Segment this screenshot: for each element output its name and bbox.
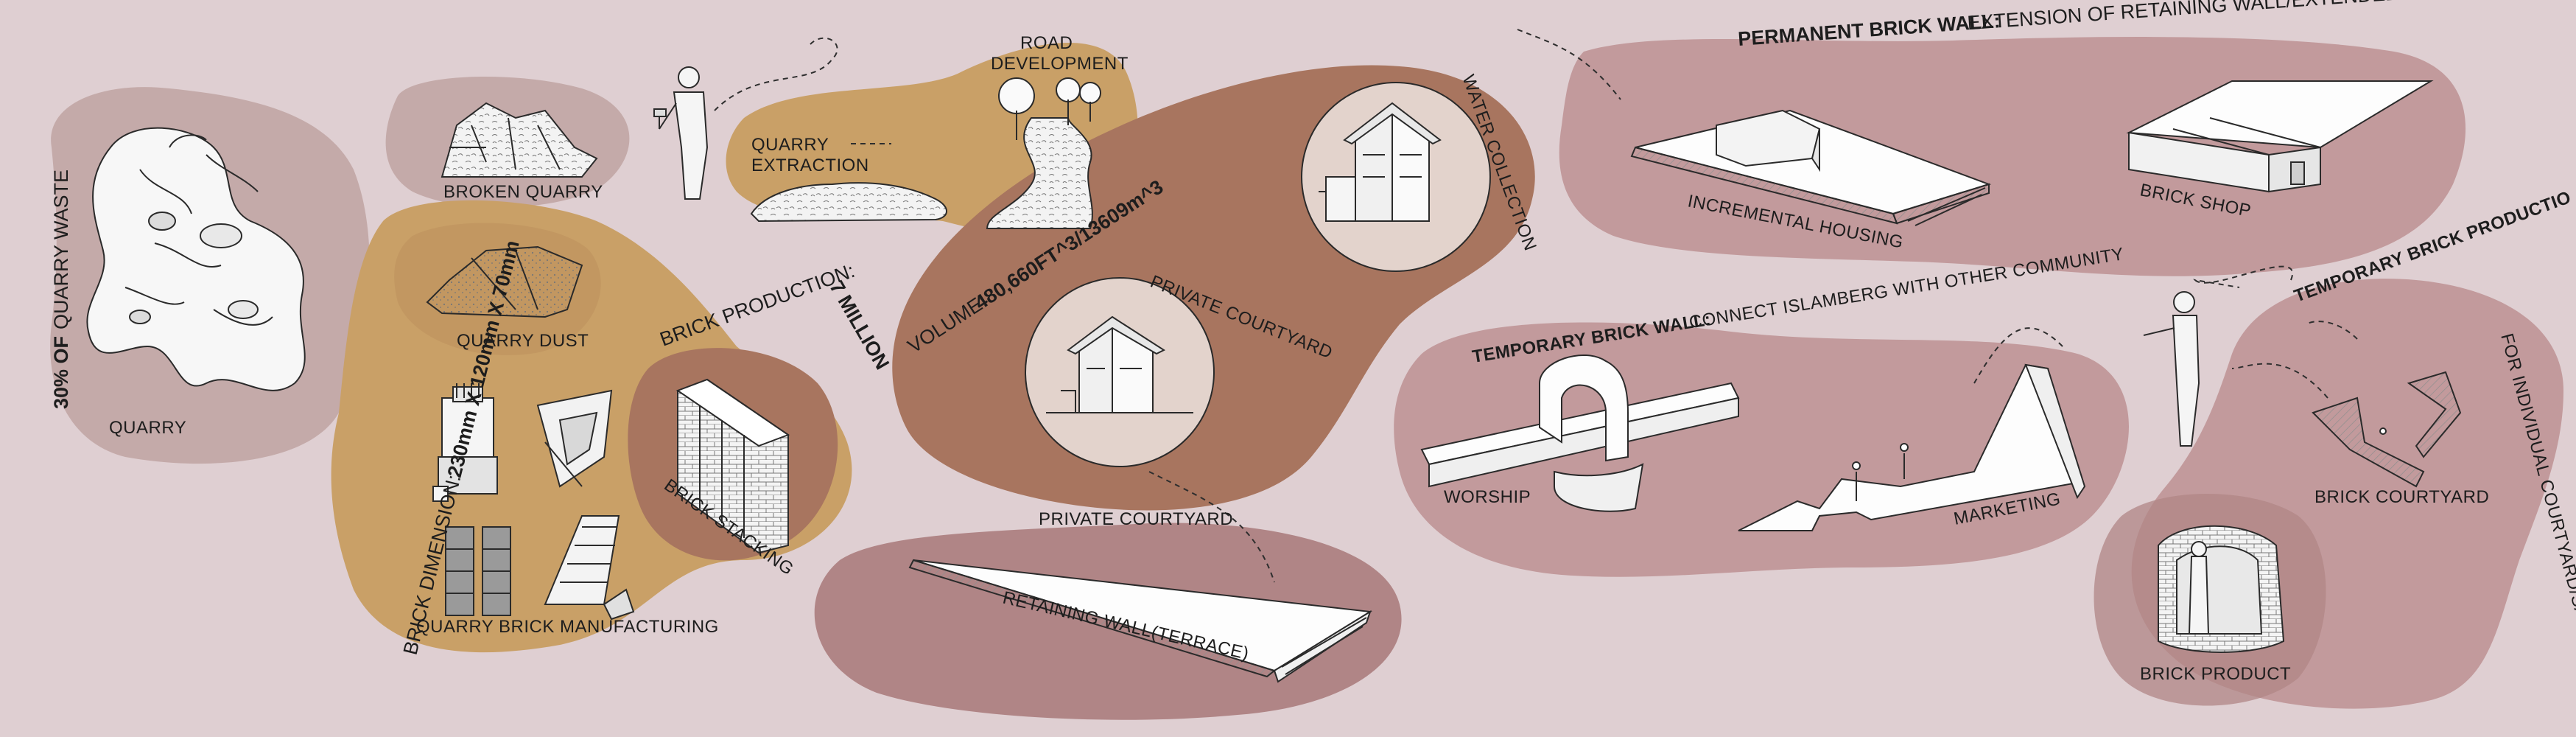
label-worship: WORSHIP bbox=[1444, 487, 1531, 507]
worker-with-hammer bbox=[653, 66, 709, 200]
label-quarry-waste: QUARRY WASTE bbox=[50, 170, 72, 329]
brick-mold-tilted bbox=[536, 389, 613, 488]
incremental-housing-illustration bbox=[1630, 109, 1992, 226]
brick-stack-illustration bbox=[675, 378, 790, 554]
quarry-dust-pile bbox=[426, 245, 583, 318]
retaining-wall-illustration bbox=[908, 559, 1372, 683]
label-permanent-wall-desc: EXTENSION OF RETAINING WALL/EXTENDED ROO… bbox=[1967, 0, 2463, 34]
private-courtyard-circle bbox=[1025, 277, 1215, 467]
brick-drying-rack bbox=[544, 515, 635, 621]
broken-quarry-pile bbox=[441, 102, 598, 178]
label-road-development-1: ROAD bbox=[1020, 33, 1073, 53]
brick-molds-stacked bbox=[445, 526, 511, 616]
label-broken-quarry: BROKEN QUARRY bbox=[443, 182, 603, 202]
label-quarry-extraction-2: EXTRACTION bbox=[751, 156, 869, 175]
label-quarry-waste-pct: 30% OF bbox=[50, 336, 72, 409]
flow-arrows bbox=[714, 29, 2358, 583]
blob-temporary-wall bbox=[1394, 322, 2129, 577]
standing-person bbox=[2143, 291, 2200, 447]
label-quarry: QUARRY bbox=[109, 418, 186, 438]
label-road-development-2: DEVELOPMENT bbox=[991, 54, 1129, 74]
label-quarry-dust: QUARRY DUST bbox=[457, 331, 589, 351]
road-development-illustration bbox=[986, 77, 1101, 229]
label-quarry-brick-manufacturing: QUARRY BRICK MANUFACTURING bbox=[416, 617, 719, 637]
label-brick-product: BRICK PRODUCT bbox=[2140, 664, 2291, 684]
quarry-map-illustration bbox=[86, 127, 306, 391]
water-collection-circle bbox=[1301, 82, 1491, 272]
label-private-courtyard: PRIVATE COURTYARD bbox=[1039, 509, 1233, 529]
worship-wall-illustration bbox=[1420, 354, 1740, 512]
quarry-extraction-rocks bbox=[750, 182, 947, 223]
label-quarry-extraction-1: QUARRY bbox=[751, 135, 829, 155]
marketing-wall-illustration bbox=[1738, 363, 2086, 531]
brick-shop-illustration bbox=[2126, 80, 2434, 193]
label-brick-production-value: 7 MILLION bbox=[825, 277, 894, 374]
label-brick-courtyard: BRICK COURTYARD bbox=[2314, 487, 2489, 507]
brick-press-machine bbox=[432, 383, 498, 502]
brick-courtyard-illustration bbox=[2312, 371, 2462, 488]
brick-product-illustration bbox=[2158, 525, 2285, 653]
